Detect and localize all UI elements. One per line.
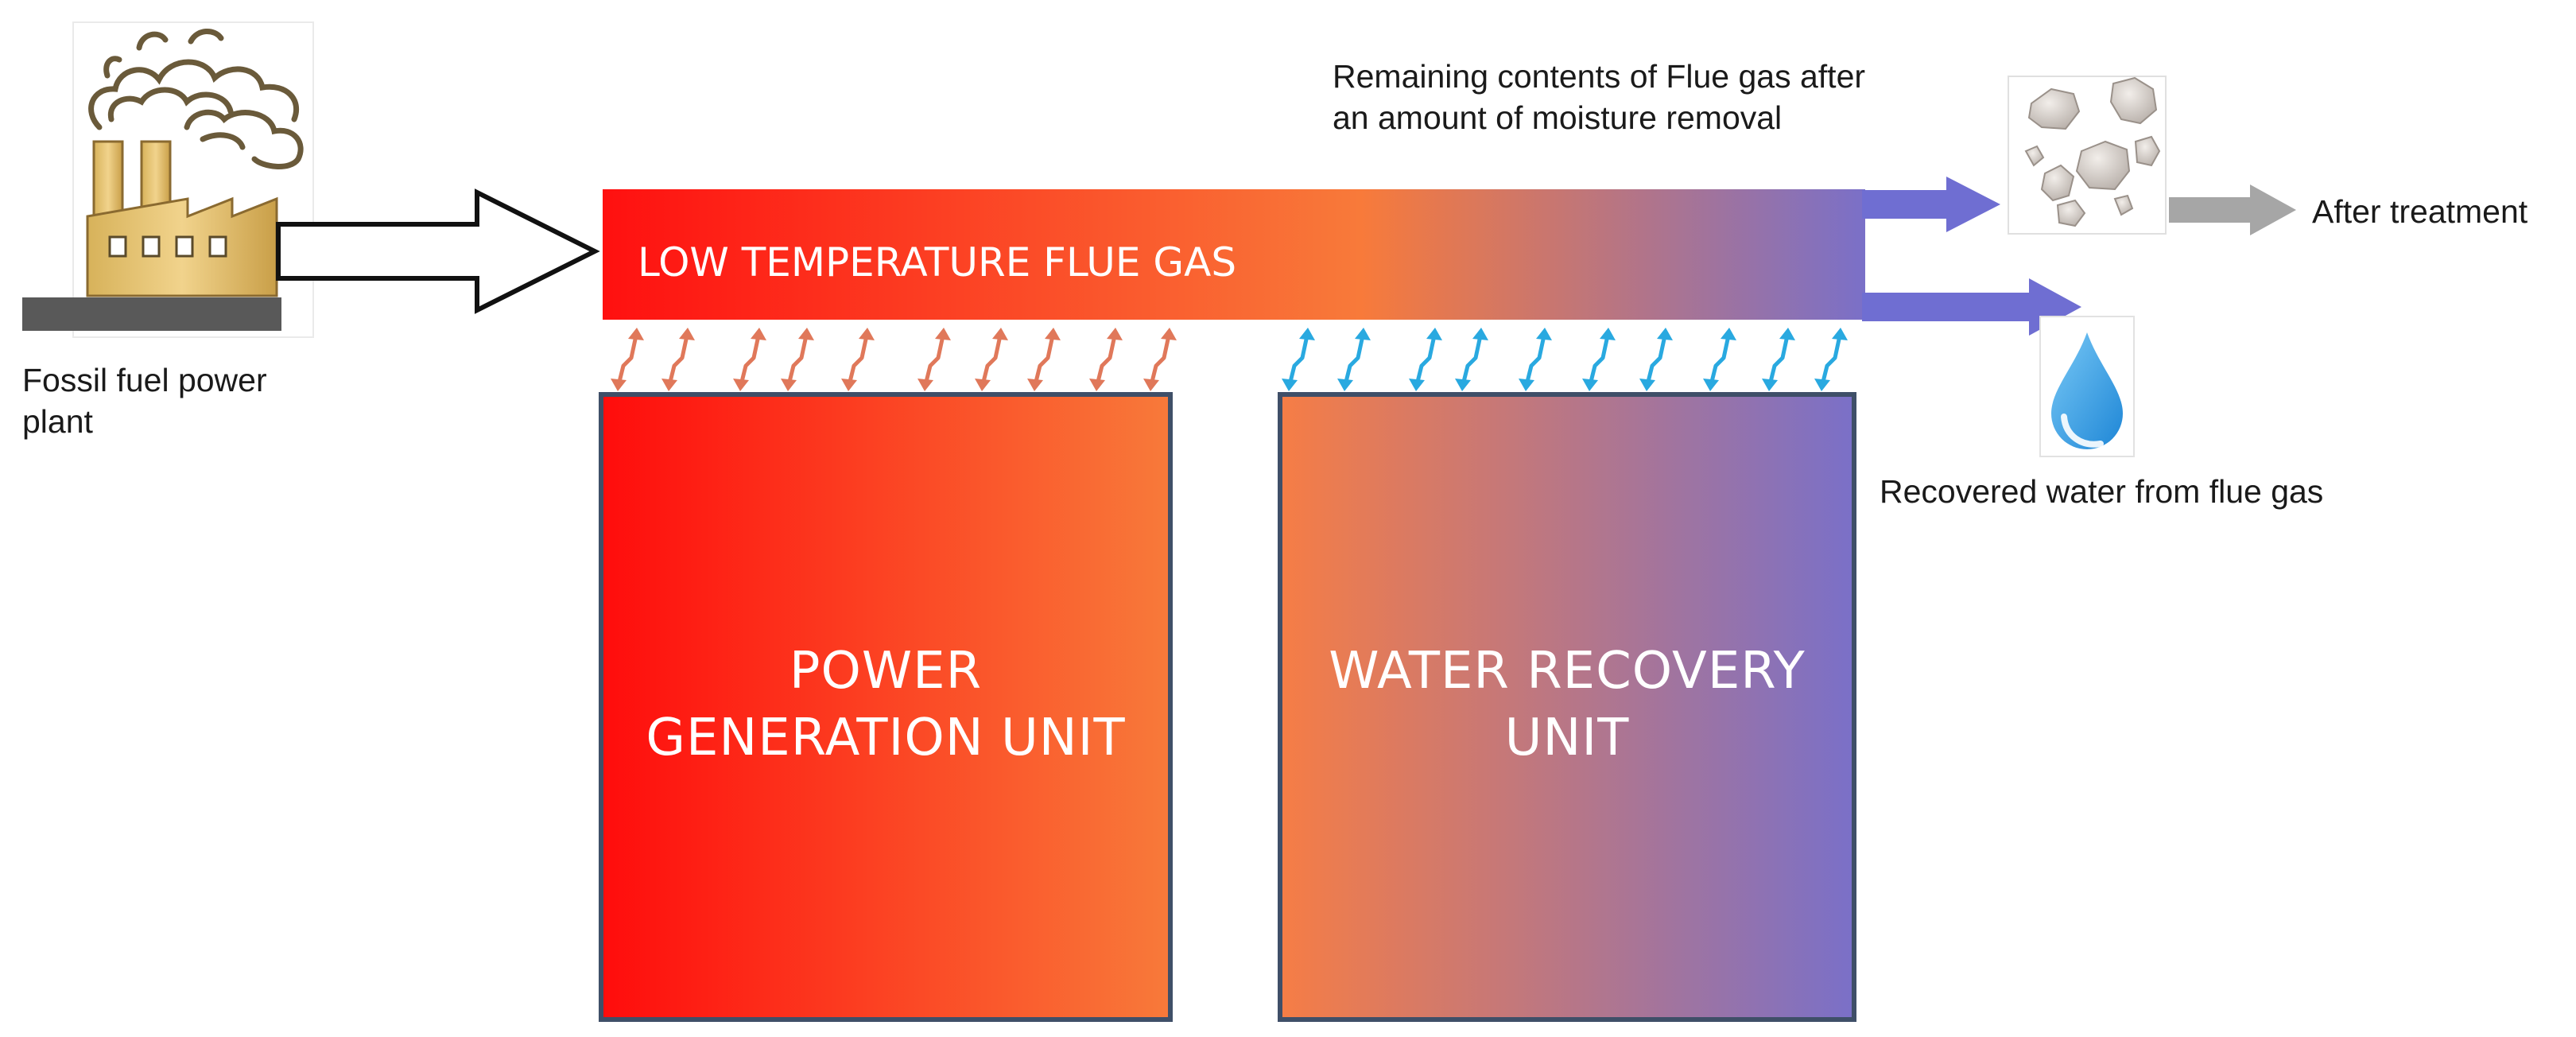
moisture-exchange-arrow-head-down	[1409, 379, 1425, 391]
heat-exchange-arrow-head-up	[859, 328, 875, 340]
moisture-exchange-arrow-head-up	[1657, 328, 1673, 340]
heat-exchange-arrow-head-up	[679, 328, 695, 340]
power-generation-unit-label: POWER GENERATION UNIT	[601, 638, 1170, 771]
heat-exchange-arrow-head-down	[975, 379, 991, 391]
moisture-exchange-arrow	[1287, 335, 1309, 386]
moisture-exchange-arrow-head-up	[1355, 328, 1371, 340]
moisture-exchange-arrow-head-up	[1536, 328, 1552, 340]
remaining-label-line1: Remaining contents of Flue gas after	[1333, 58, 1866, 95]
heat-exchange-arrow	[1095, 335, 1117, 386]
moisture-exchange-arrow-head-down	[1455, 379, 1471, 391]
moisture-exchange-arrow-head-up	[1779, 328, 1795, 340]
moisture-exchange-arrow-head-up	[1426, 328, 1442, 340]
moisture-exchange-arrow-head-up	[1721, 328, 1736, 340]
after-treatment-label: After treatment	[2312, 193, 2528, 230]
plant-label: Fossil fuel power plant	[22, 359, 267, 442]
heat-exchange-arrow-head-up	[992, 328, 1008, 340]
moisture-exchange-arrow	[1524, 335, 1546, 386]
heat-exchange-arrow-head-up	[1045, 328, 1061, 340]
particulates-icon	[2008, 76, 2167, 235]
heat-exchange-arrow-head-up	[1107, 328, 1123, 340]
heat-exchange-arrow	[923, 335, 945, 386]
power-unit-line1: POWER	[789, 642, 983, 701]
moisture-exchange-arrow	[1461, 335, 1483, 386]
after-treatment-arrow	[2169, 184, 2296, 235]
flue-gas-duct	[603, 189, 1865, 320]
moisture-exchange-arrow-head-down	[1337, 379, 1353, 391]
heat-exchange-arrow-head-down	[841, 379, 857, 391]
heat-exchange-arrow	[786, 335, 809, 386]
plant-to-flue-arrow	[276, 188, 600, 314]
heat-exchange-arrow	[980, 335, 1003, 386]
heat-exchange-arrow-head-down	[661, 379, 677, 391]
moisture-exchange-arrow-head-up	[1832, 328, 1848, 340]
moisture-exchange-arrow-head-down	[1703, 379, 1719, 391]
remaining-label-line2: an amount of moisture removal	[1333, 99, 1783, 136]
plant-label-line1: Fossil fuel power	[22, 362, 267, 398]
heat-exchange-arrow	[847, 335, 869, 386]
power-generation-unit-box	[599, 392, 1173, 1022]
remaining-flow-arrow	[1862, 177, 2000, 232]
moisture-exchange-arrow	[1709, 335, 1731, 386]
moisture-exchange-arrow	[1414, 335, 1437, 386]
heat-exchange-arrow-head-up	[798, 328, 814, 340]
water-unit-line1: WATER RECOVERY	[1329, 642, 1806, 701]
moisture-exchange-arrow	[1767, 335, 1790, 386]
moisture-exchange-arrow-head-down	[1639, 379, 1655, 391]
heat-exchange-arrow-head-up	[1161, 328, 1177, 340]
heat-exchange-arrow	[667, 335, 689, 386]
heat-exchange-arrow-head-down	[1143, 379, 1159, 391]
heat-exchange-arrow-head-down	[781, 379, 797, 391]
moisture-exchange-arrow	[1343, 335, 1365, 386]
flue-gas-label: LOW TEMPERATURE FLUE GAS	[638, 239, 1237, 285]
water-recovery-unit-label: WATER RECOVERY UNIT	[1280, 638, 1854, 771]
moisture-exchange-arrow-head-up	[1299, 328, 1315, 340]
plant-label-line2: plant	[22, 403, 93, 440]
moisture-exchange-arrow-head-down	[1762, 379, 1778, 391]
factory-icon	[22, 21, 314, 338]
moisture-exchange-arrow	[1588, 335, 1610, 386]
heat-exchange-arrow	[1149, 335, 1171, 386]
moisture-exchange-arrow-head-down	[1582, 379, 1598, 391]
moisture-exchange-arrow-head-up	[1600, 328, 1616, 340]
moisture-exchange-arrow	[1820, 335, 1842, 386]
moisture-exchange-arrow-head-up	[1472, 328, 1488, 340]
heat-exchange-arrow	[616, 335, 638, 386]
heat-exchange-arrow-head-down	[733, 379, 749, 391]
moisture-exchange-arrow	[1645, 335, 1667, 386]
heat-exchange-arrow-head-up	[751, 328, 766, 340]
power-unit-line2: GENERATION UNIT	[646, 709, 1126, 767]
moisture-exchange-arrows	[1282, 328, 1848, 391]
moisture-exchange-arrow-head-down	[1814, 379, 1830, 391]
heat-exchange-arrow	[1033, 335, 1055, 386]
heat-exchange-arrow-head-down	[1027, 379, 1043, 391]
heat-exchange-arrow-head-down	[918, 379, 933, 391]
heat-exchange-arrow-head-up	[935, 328, 951, 340]
water-flow-arrow	[1862, 278, 2081, 336]
heat-exchange-arrow-head-down	[1089, 379, 1105, 391]
moisture-exchange-arrow-head-down	[1282, 379, 1298, 391]
water-drop-icon	[2039, 316, 2135, 457]
water-unit-line2: UNIT	[1504, 709, 1630, 767]
recovered-water-label: Recovered water from flue gas	[1880, 473, 2324, 510]
heat-exchange-arrow-head-down	[611, 379, 627, 391]
heat-exchange-arrow	[739, 335, 761, 386]
remaining-contents-label: Remaining contents of Flue gas after an …	[1333, 56, 1865, 138]
heat-exchange-arrows	[611, 328, 1177, 391]
water-recovery-unit-box	[1278, 392, 1856, 1022]
moisture-exchange-arrow-head-down	[1519, 379, 1534, 391]
heat-exchange-arrow-head-up	[628, 328, 644, 340]
